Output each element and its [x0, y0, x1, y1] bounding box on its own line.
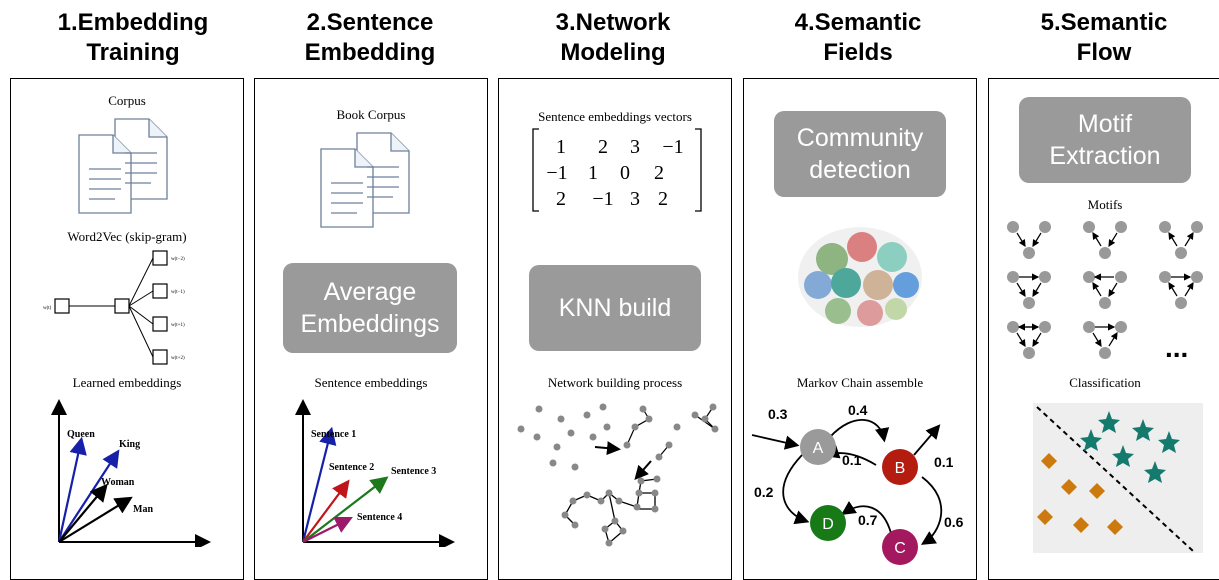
skipgram-diagram: w(t) w(t−2) w(t−1) w(t+1) w(t+2)	[43, 250, 185, 365]
vector-label-sentence-3: Sentence 3	[391, 466, 436, 477]
weight-label: 0.1	[842, 452, 862, 468]
classification-plot	[1033, 403, 1203, 553]
context-word-1: w(t−2)	[171, 257, 185, 262]
weight-label: 0.3	[768, 406, 788, 422]
context-word-4: w(t+2)	[171, 356, 185, 361]
motif-icon	[1007, 321, 1051, 359]
matrix-cell: 2	[654, 162, 664, 184]
matrix-cell: 1	[588, 162, 598, 184]
weight-label: 0.7	[858, 512, 878, 528]
book-corpus-label: Book Corpus	[336, 107, 406, 122]
input-word-label: w(t)	[43, 306, 52, 311]
panel-network-modeling: Sentence embeddings vectors 1 2 3 −1 −1 …	[498, 78, 732, 580]
diamond-markers	[1037, 453, 1123, 535]
markov-chain-label: Markov Chain assemble	[796, 375, 924, 390]
book-corpus-documents-icon	[320, 132, 410, 228]
knn-build-box: KNN build	[529, 265, 701, 351]
motif-icon	[1083, 321, 1127, 359]
vector-label-king: King	[119, 439, 140, 450]
markov-chain-diagram: A B C D 0.3 0.4 0.1 0.1 0.2 0.7 0.6	[751, 402, 964, 565]
word2vec-label: Word2Vec (skip-gram)	[67, 229, 187, 244]
vector-label-queen: Queen	[67, 429, 95, 440]
motif-icon	[1083, 271, 1127, 309]
network-process-label: Network building process	[547, 375, 683, 390]
node-label-c: C	[894, 540, 906, 557]
embedding-matrix: 1 2 3 −1 −1 1 0 2 2 −1 3 2	[532, 128, 702, 212]
matrix-label: Sentence embeddings vectors	[538, 109, 692, 124]
node-label-d: D	[822, 516, 834, 533]
markov-node-d	[810, 505, 846, 541]
vector-label-sentence-1: Sentence 1	[311, 429, 356, 440]
motifs-grid: ...	[1007, 221, 1203, 363]
matrix-cell: 2	[598, 136, 608, 158]
matrix-cell: 0	[620, 162, 630, 184]
matrix-cell: −1	[546, 162, 567, 184]
vector-label-sentence-2: Sentence 2	[329, 462, 374, 473]
corpus-label: Corpus	[108, 93, 146, 108]
panel-embedding-training: Corpus Word2Vec (skip-gram) w(t) w(t−2)	[10, 78, 244, 580]
matrix-cell: −1	[592, 188, 613, 210]
context-word-2: w(t−1)	[171, 290, 185, 295]
weight-label: 0.1	[934, 454, 954, 470]
markov-node-b	[882, 449, 918, 485]
star-markers	[1080, 411, 1180, 483]
context-word-3: w(t+1)	[171, 323, 185, 328]
weight-label: 0.2	[754, 484, 774, 500]
motif-icon	[1007, 221, 1051, 259]
vector-label-sentence-4: Sentence 4	[357, 512, 402, 523]
learned-embeddings-label: Learned embeddings	[72, 375, 182, 390]
matrix-cell: −1	[662, 136, 683, 158]
markov-node-a	[800, 429, 836, 465]
matrix-cell: 3	[630, 188, 640, 210]
weight-label: 0.4	[848, 402, 868, 418]
vector-label-man: Man	[133, 504, 153, 515]
matrix-cell: 2	[556, 188, 566, 210]
sentence-vectors-plot: Sentence 1 Sentence 2 Sentence 3 Sentenc…	[295, 399, 455, 547]
sentence-embeddings-label: Sentence embeddings	[314, 375, 428, 390]
matrix-cell: 1	[556, 136, 566, 158]
matrix-cell: 3	[630, 136, 640, 158]
motif-icon	[1159, 221, 1203, 259]
classification-label: Classification	[1069, 375, 1141, 390]
markov-node-c	[882, 529, 918, 565]
matrix-cell: 2	[658, 188, 668, 210]
node-label-a: A	[813, 440, 824, 457]
corpus-documents-icon	[78, 118, 168, 214]
vector-label-woman: Woman	[101, 477, 135, 488]
motif-icon	[1159, 271, 1203, 309]
community-cluster-image	[798, 227, 922, 327]
more-motifs-ellipsis: ...	[1165, 332, 1188, 363]
motif-icon	[1083, 221, 1127, 259]
motif-icon	[1007, 271, 1051, 309]
network-build-diagram	[517, 403, 719, 547]
node-label-b: B	[895, 460, 906, 477]
motifs-label: Motifs	[1087, 197, 1123, 212]
word-vectors-plot: Queen King Woman Man	[51, 399, 211, 547]
weight-label: 0.6	[944, 514, 964, 530]
